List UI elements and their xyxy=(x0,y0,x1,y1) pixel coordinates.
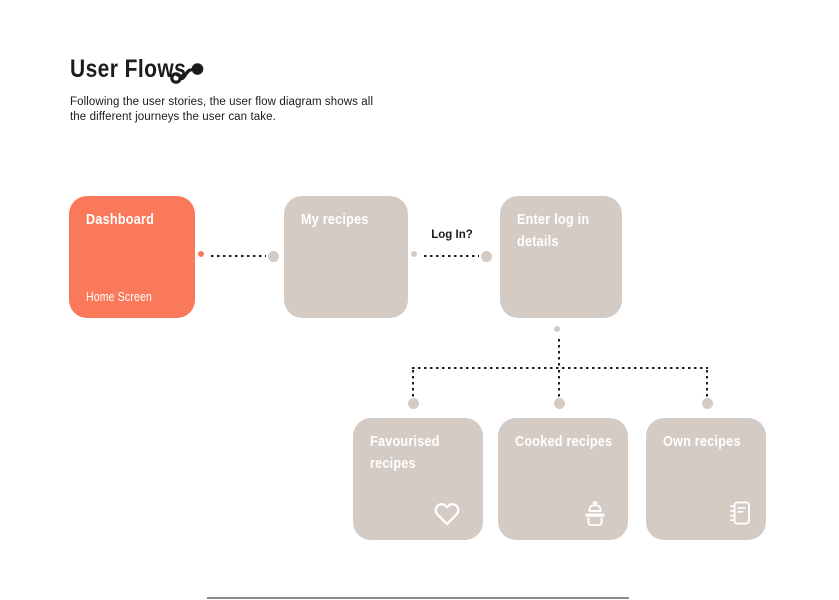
connector-start-dot-dashboard xyxy=(197,250,204,257)
connector-line-dashboard-myrecipes xyxy=(211,254,266,258)
page-title: User Flows xyxy=(70,55,208,84)
node-favourised-recipes: Favourised recipes xyxy=(353,418,483,540)
notebook-icon xyxy=(729,501,750,525)
branch-horizontal-line xyxy=(412,366,708,370)
flow-connector-icon xyxy=(170,63,204,84)
node-enter-login-title: Enter log in details xyxy=(517,211,590,250)
connector-start-dot-myrecipes xyxy=(410,250,417,257)
subtitle-line-1: Following the user stories, the user flo… xyxy=(70,96,374,108)
node-dashboard-subtitle: Home Screen xyxy=(86,290,153,304)
branch-start-dot-login xyxy=(553,326,560,332)
connector-end-dot-myrecipes xyxy=(267,250,279,262)
page-subtitle: Following the user stories, the user flo… xyxy=(70,95,373,124)
node-own-title: Own recipes xyxy=(663,433,741,450)
section-divider xyxy=(207,597,629,599)
node-cooked-recipes: Cooked recipes xyxy=(498,418,628,540)
node-dashboard-title: Dashboard xyxy=(86,211,155,228)
branch-drop-line-middle xyxy=(557,369,561,397)
branch-drop-line-right xyxy=(705,369,709,397)
connector-line-myrecipes-login xyxy=(424,254,479,258)
connector-end-dot-login xyxy=(480,250,492,262)
node-dashboard: Dashboard Home Screen xyxy=(69,196,195,318)
page-title-text: User Flows xyxy=(70,55,187,83)
node-my-recipes: My recipes xyxy=(284,196,408,318)
node-own-recipes: Own recipes xyxy=(646,418,766,540)
heart-icon xyxy=(434,503,460,526)
branch-drop-line-left xyxy=(411,369,415,397)
node-cooked-title: Cooked recipes xyxy=(515,433,613,450)
branch-end-dot-favourised xyxy=(407,397,419,409)
branch-end-dot-cooked xyxy=(553,397,565,409)
node-favourised-title: Favourised recipes xyxy=(370,433,440,472)
node-my-recipes-title: My recipes xyxy=(301,211,369,228)
subtitle-line-2: the different journeys the user can take… xyxy=(70,110,276,123)
branch-end-dot-own xyxy=(701,397,713,409)
branch-stem-line xyxy=(557,339,561,367)
pot-icon xyxy=(585,501,605,527)
login-question-label: Log In? xyxy=(431,229,473,241)
node-enter-login: Enter log in details xyxy=(500,196,622,318)
